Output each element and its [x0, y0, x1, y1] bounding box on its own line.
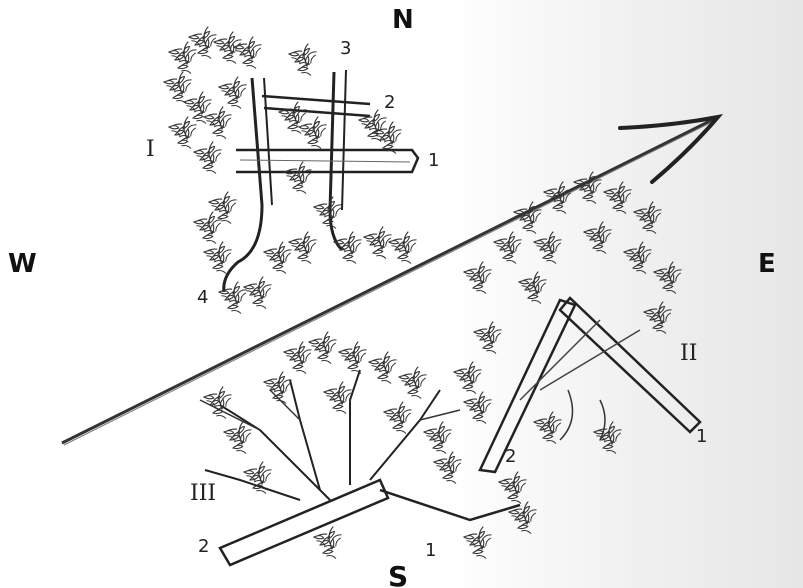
figure-ii-trees: [453, 170, 700, 472]
figure-ii-number-1: 1: [696, 426, 707, 447]
figure-i-number-3: 3: [340, 38, 351, 59]
east-label: E: [758, 249, 776, 279]
north-label: N: [392, 5, 414, 35]
figure-i-number-2: 2: [384, 92, 395, 113]
south-label: S: [388, 560, 408, 588]
direction-arrow-icon: [62, 117, 718, 445]
figure-i-number-4: 4: [197, 287, 208, 308]
figure-i-number-1: 1: [428, 150, 439, 171]
figure-i-label: I: [146, 137, 155, 162]
figure-iii-label: III: [190, 481, 216, 506]
figure-i-trees: [163, 25, 418, 314]
figure-ii-number-2: 2: [505, 446, 516, 467]
figure-iii-number-1: 1: [425, 540, 436, 561]
figure-iii-trees: [200, 330, 537, 565]
figure-ii-label: II: [680, 341, 697, 366]
west-label: W: [8, 249, 37, 279]
figure-iii-number-2: 2: [198, 536, 209, 557]
